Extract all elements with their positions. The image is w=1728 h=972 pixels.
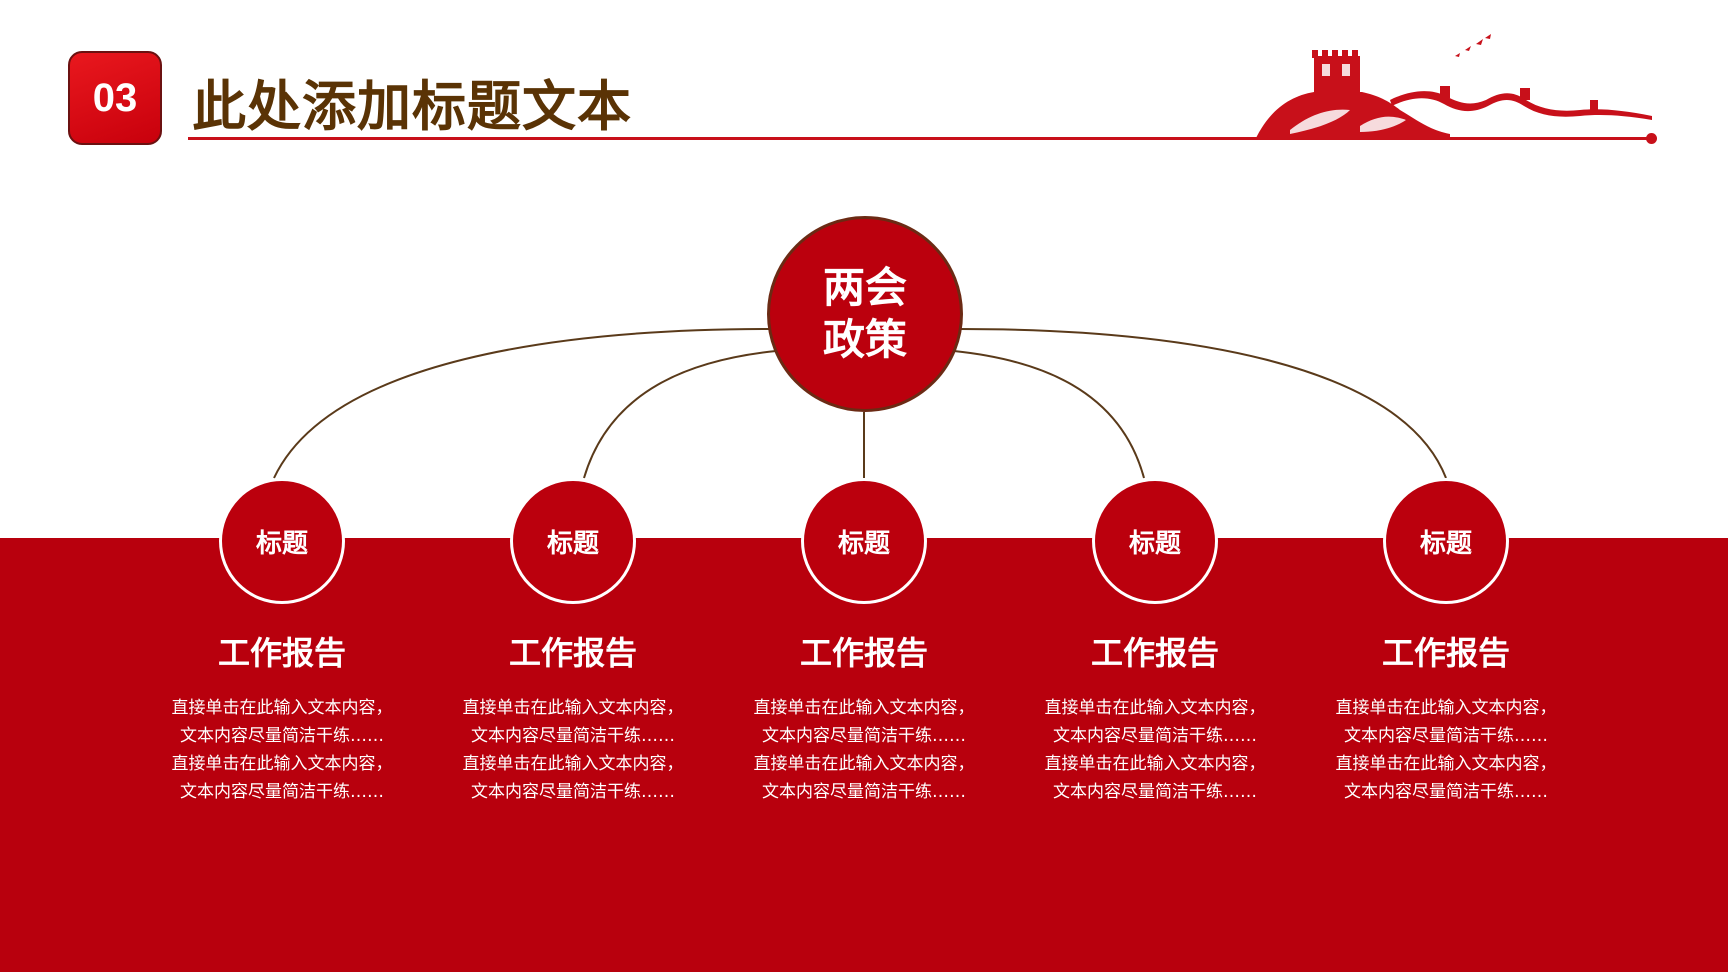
great-wall-icon	[1256, 34, 1652, 138]
description-line: 直接单击在此输入文本内容，	[171, 754, 393, 774]
description-line: 直接单击在此输入文本内容，	[753, 698, 975, 718]
branch-description-1: 直接单击在此输入文本内容， 文本内容尽量简洁干练…… 直接单击在此输入文本内容，…	[132, 694, 432, 806]
description-line: 直接单击在此输入文本内容，	[462, 698, 684, 718]
connector-5	[959, 328, 1447, 479]
description-line: 文本内容尽量简洁干练……	[1053, 726, 1257, 746]
branch-title-3: 工作报告	[799, 634, 928, 672]
description-line: 文本内容尽量简洁干练……	[471, 726, 675, 746]
branch-node-5: 标题	[1383, 478, 1509, 604]
branch-description-2: 直接单击在此输入文本内容， 文本内容尽量简洁干练…… 直接单击在此输入文本内容，…	[423, 694, 723, 806]
description-line: 文本内容尽量简洁干练……	[471, 782, 675, 802]
branch-title-1: 工作报告	[217, 634, 346, 672]
description-line: 文本内容尽量简洁干练……	[1053, 782, 1257, 802]
description-line: 文本内容尽量简洁干练……	[1344, 782, 1548, 802]
description-line: 直接单击在此输入文本内容，	[753, 754, 975, 774]
branch-node-3: 标题	[801, 478, 927, 604]
branch-description-4: 直接单击在此输入文本内容， 文本内容尽量简洁干练…… 直接单击在此输入文本内容，…	[1005, 694, 1305, 806]
description-line: 直接单击在此输入文本内容，	[1335, 698, 1557, 718]
title-underline	[188, 137, 1654, 140]
section-number-badge: 03	[68, 51, 162, 145]
branch-node-4: 标题	[1092, 478, 1218, 604]
description-line: 文本内容尽量简洁干练……	[180, 726, 384, 746]
branch-title-5: 工作报告	[1381, 634, 1510, 672]
description-line: 直接单击在此输入文本内容，	[1335, 754, 1557, 774]
hub-circle: 两会 政策	[767, 216, 963, 412]
description-line: 直接单击在此输入文本内容，	[1044, 698, 1266, 718]
branch-title-2: 工作报告	[508, 634, 637, 672]
bottom-red-band	[0, 538, 1728, 972]
page-title: 此处添加标题文本	[192, 75, 632, 138]
description-line: 文本内容尽量简洁干练……	[180, 782, 384, 802]
branch-description-3: 直接单击在此输入文本内容， 文本内容尽量简洁干练…… 直接单击在此输入文本内容，…	[714, 694, 1014, 806]
description-line: 文本内容尽量简洁干练……	[1344, 726, 1548, 746]
description-line: 直接单击在此输入文本内容，	[1044, 754, 1266, 774]
branch-title-4: 工作报告	[1090, 634, 1219, 672]
branch-description-5: 直接单击在此输入文本内容， 文本内容尽量简洁干练…… 直接单击在此输入文本内容，…	[1296, 694, 1596, 806]
description-line: 直接单击在此输入文本内容，	[171, 698, 393, 718]
branch-node-2: 标题	[510, 478, 636, 604]
connector-4	[953, 350, 1145, 479]
connector-2	[583, 350, 777, 479]
title-underline-dot	[1646, 133, 1657, 144]
connector-1	[273, 328, 771, 479]
branch-node-1: 标题	[219, 478, 345, 604]
description-line: 直接单击在此输入文本内容，	[462, 754, 684, 774]
description-line: 文本内容尽量简洁干练……	[762, 782, 966, 802]
description-line: 文本内容尽量简洁干练……	[762, 726, 966, 746]
